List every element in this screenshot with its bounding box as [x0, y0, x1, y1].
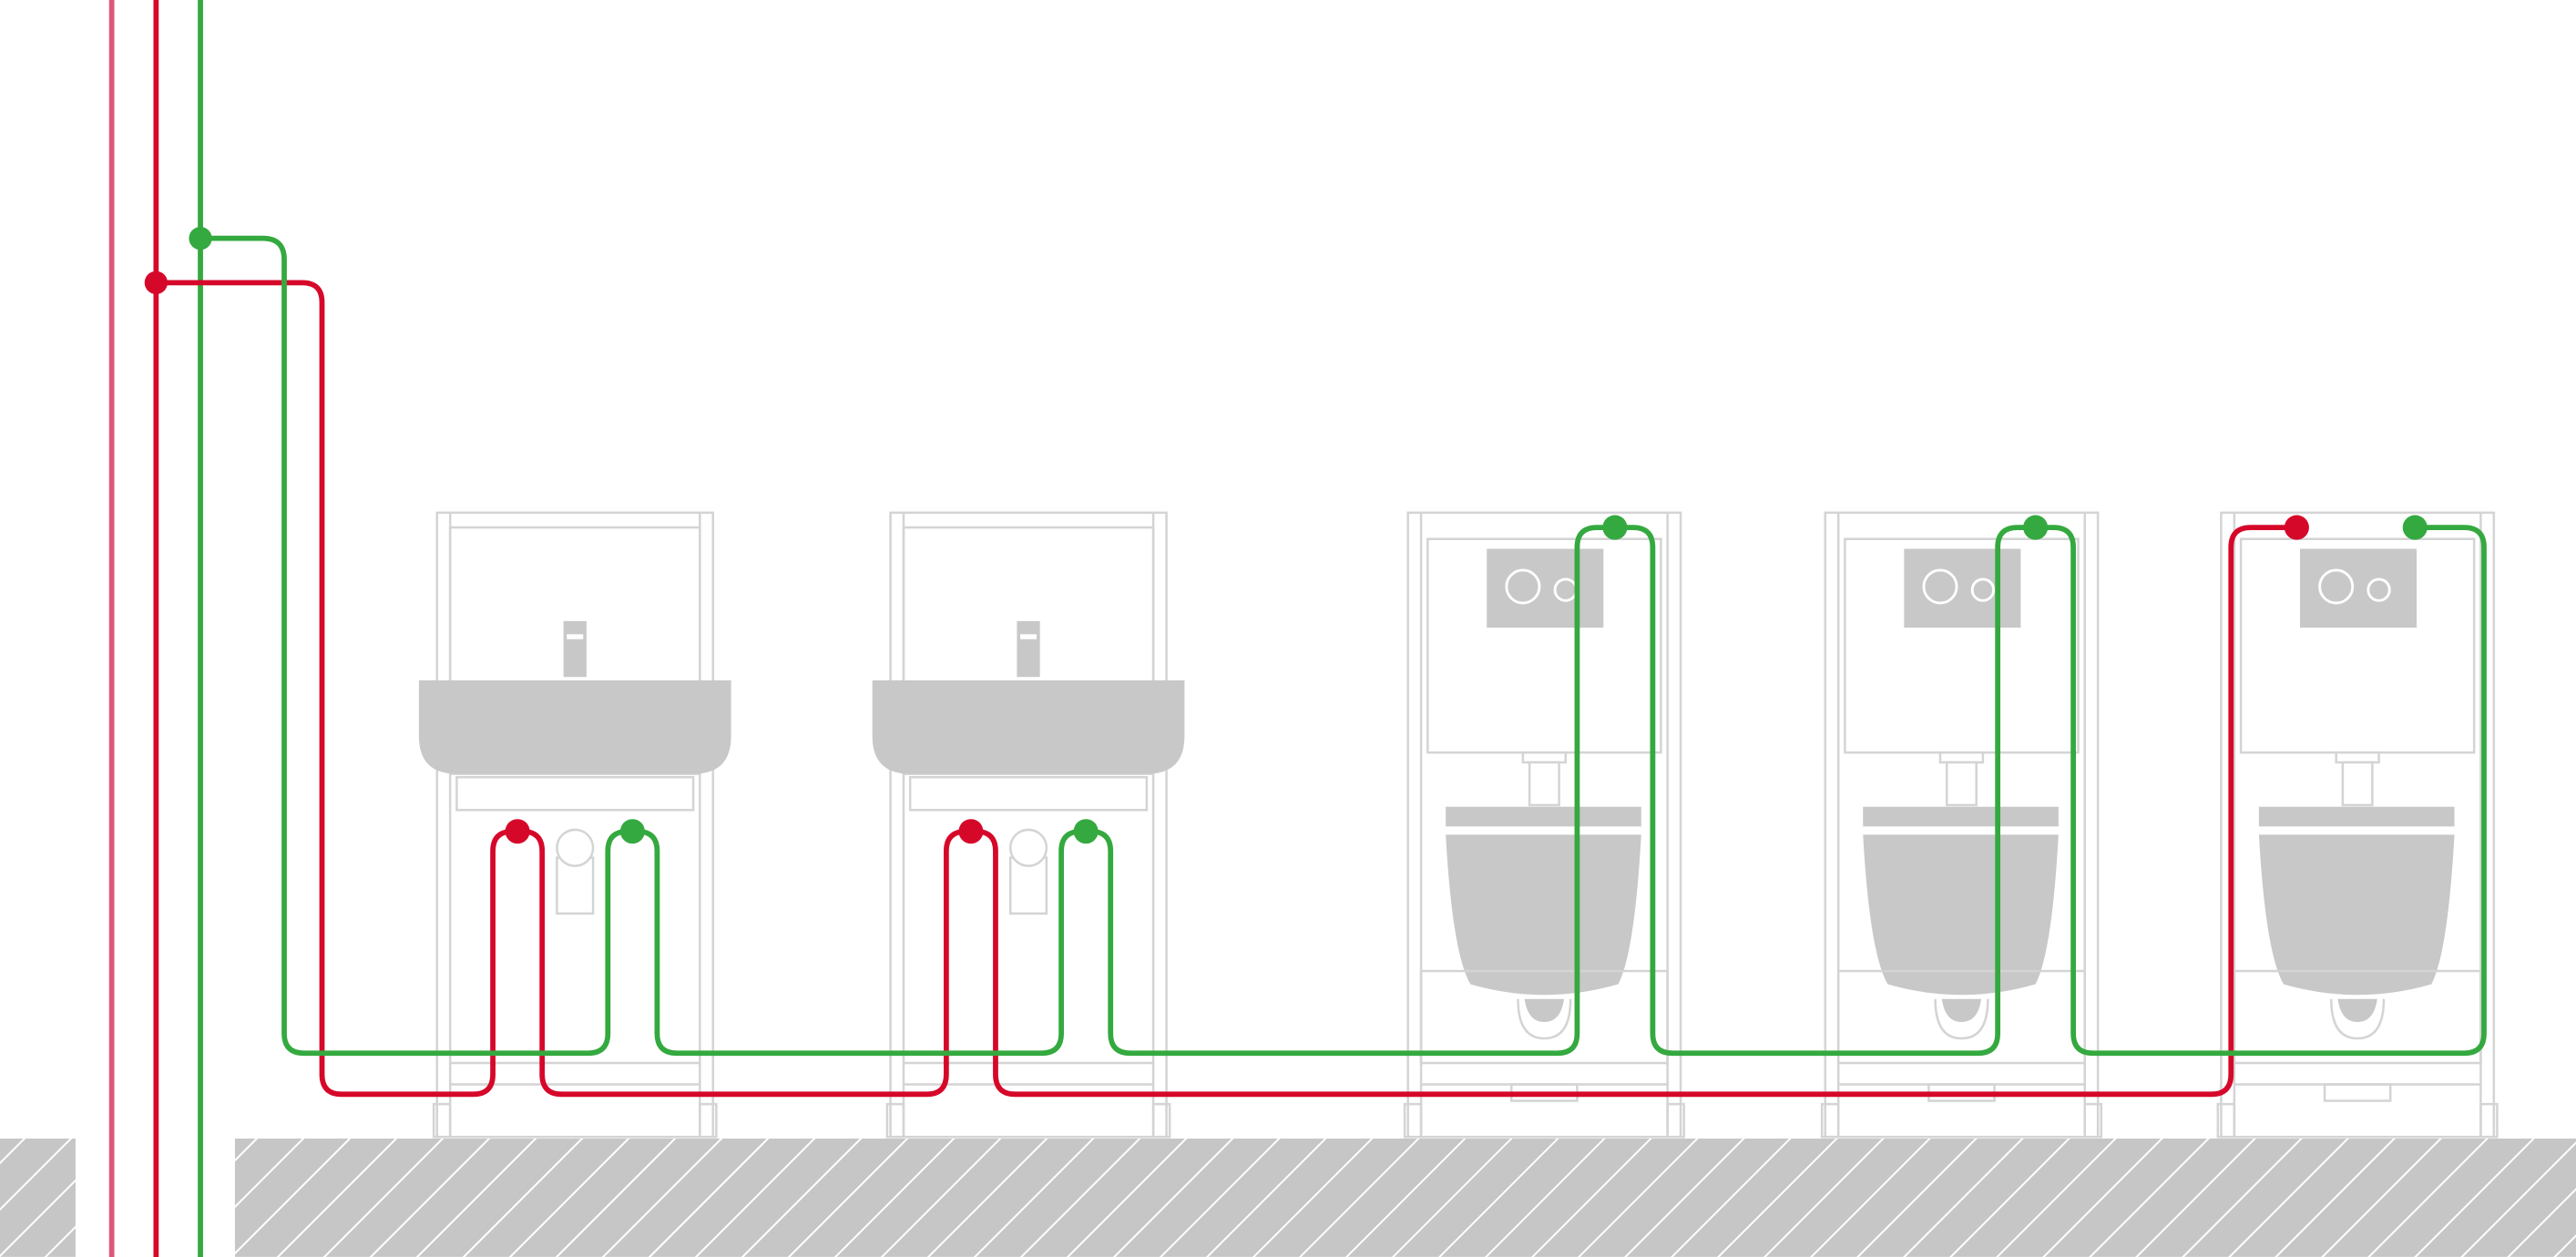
- hot-water-pipe: [153, 280, 2300, 1098]
- cold-water-connection: [619, 819, 645, 844]
- washbasin-icon: [418, 680, 731, 774]
- installation-frame: [1406, 511, 1682, 1139]
- floor-slab: [0, 1139, 2576, 1257]
- hot-water-connection: [505, 819, 530, 844]
- cold-water-connection: [2023, 515, 2049, 540]
- cold-water-connection: [1602, 515, 1628, 540]
- washbasin-module: [418, 511, 731, 1139]
- flush-plate-icon: [1487, 548, 1604, 628]
- hot-water-connection: [958, 819, 984, 844]
- faucet-icon: [563, 620, 587, 678]
- washbasin-module: [872, 511, 1185, 1139]
- wc-module: [1403, 511, 1685, 1139]
- cold-water-connection: [2402, 515, 2428, 540]
- washbasin-icon: [872, 680, 1185, 774]
- flush-plate-icon: [2300, 548, 2418, 628]
- cold-water-connection: [1073, 819, 1099, 844]
- faucet-icon: [1017, 620, 1040, 678]
- hot-water-connection: [2284, 515, 2309, 540]
- wc-bowl-icon: [1446, 834, 1641, 996]
- installation-frame: [435, 511, 715, 1139]
- wc-module: [1820, 511, 2103, 1139]
- cold-water-pipe: [198, 235, 2487, 1057]
- cold-water-tee: [189, 227, 212, 250]
- wc-bowl-icon: [2258, 834, 2455, 996]
- wc-module: [2216, 511, 2499, 1139]
- wc-bowl-icon: [1863, 834, 2059, 996]
- flush-plate-icon: [1904, 548, 2021, 628]
- hot-water-tee: [144, 271, 168, 294]
